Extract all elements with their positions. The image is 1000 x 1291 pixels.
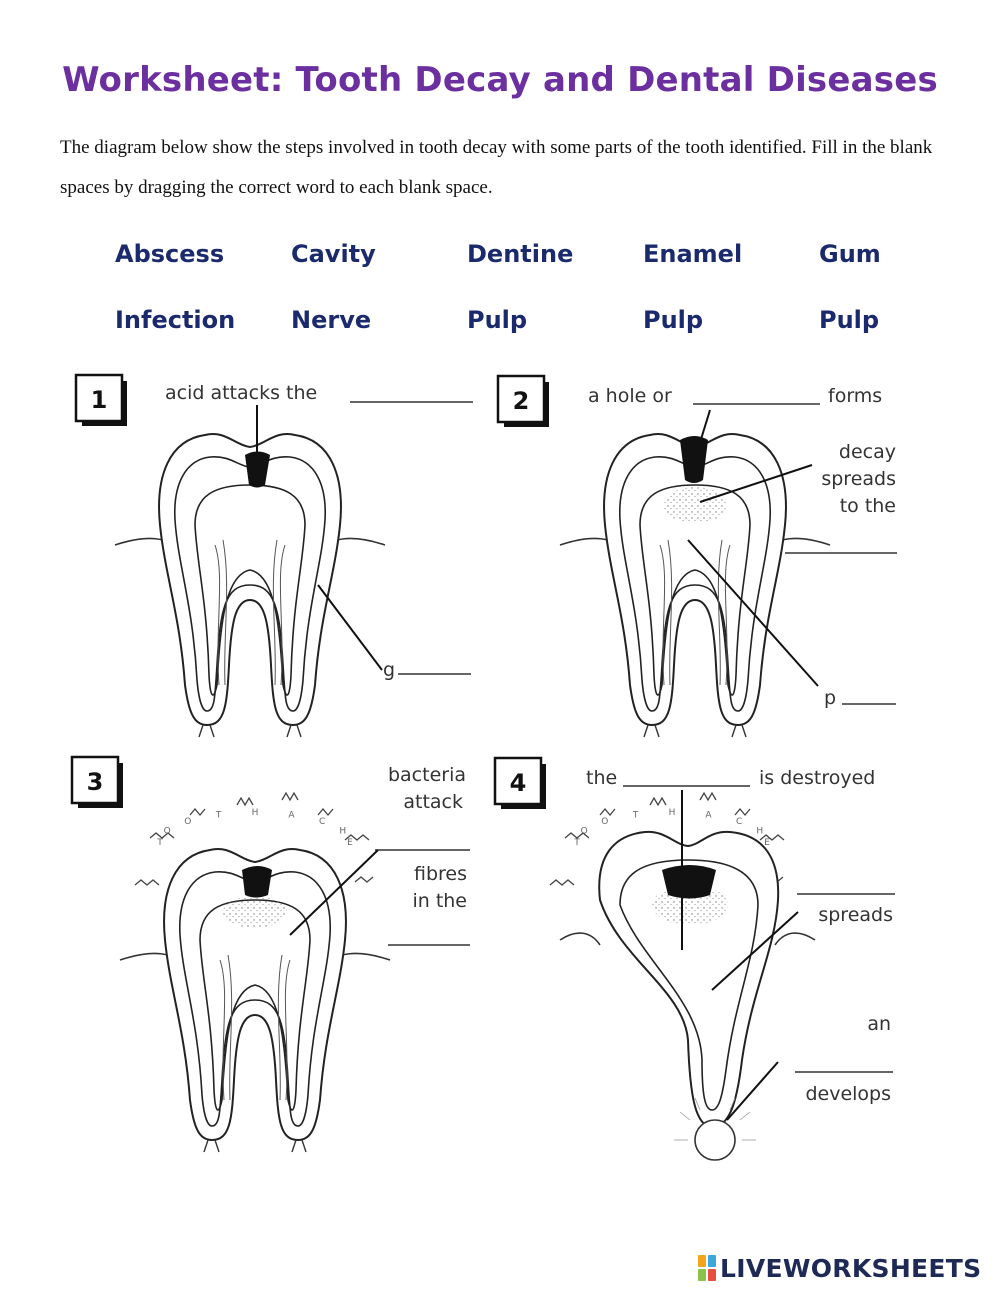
panel-4-toothache-letter: E [764,838,770,848]
panel-4-toothache-letter: O [601,817,608,827]
panel-3-toothache-letter: H [339,827,346,837]
panel-2-label-to-the: to the [840,495,896,517]
word-pulp-3[interactable]: Pulp [819,306,880,334]
panel-3-number: 3 [87,768,104,796]
panel-4-label-an: an [867,1013,891,1035]
blank-abscess[interactable] [795,1052,897,1076]
panel-4-toothache-letter: A [705,810,712,820]
panel-3-toothache-letter: O [184,817,191,827]
word-gum[interactable]: Gum [819,240,881,268]
panel-3-label-fibres: fibres [414,863,467,885]
panel-3-label-bacteria: bacteria [388,764,466,786]
word-pulp-1[interactable]: Pulp [467,306,528,334]
blank-infection[interactable] [797,874,899,898]
panel-3-toothache-letter: C [319,817,325,827]
panel-4-label-the: the [586,767,617,789]
panel-2-number-box [496,374,546,424]
panel-3-toothache-letter: A [288,810,295,820]
logo-text: LIVEWORKSHEETS [720,1253,982,1283]
word-infection[interactable]: Infection [115,306,236,334]
blank-pulp-2[interactable] [842,684,900,708]
panel-4-label-destroyed: is destroyed [759,767,875,789]
word-pulp-2[interactable]: Pulp [643,306,704,334]
panel-3-label-attack: attack [403,791,463,813]
panel-4-label-develops: develops [805,1083,891,1105]
logo-blocks-icon [698,1255,716,1281]
worksheet-title: Worksheet: Tooth Decay and Dental Diseas… [62,60,938,100]
panel-4-label-spreads: spreads [818,904,893,926]
panel-4-toothache-letter: O [581,827,588,837]
panel-1-number: 1 [91,386,108,414]
word-cavity[interactable]: Cavity [291,240,376,268]
blank-dentine[interactable] [785,533,901,557]
panel-3-label-in-the: in the [412,890,467,912]
panel-3-toothache-letter: E [347,838,353,848]
panel-4-toothache-letter: H [669,808,676,818]
panel-4-toothache-letter: H [756,827,763,837]
blank-pulp-4[interactable] [623,766,754,790]
word-dentine[interactable]: Dentine [467,240,574,268]
panel-1-label-g: g [383,659,395,681]
word-enamel[interactable]: Enamel [643,240,743,268]
blank-gum[interactable] [398,654,475,678]
panel-1-label-acid: acid attacks the [165,382,317,404]
blank-enamel[interactable] [350,382,477,406]
panel-2-label-decay: decay [839,441,896,463]
instructions-text: The diagram below show the steps involve… [60,137,933,198]
panel-4-toothache-letter: C [736,817,742,827]
word-abscess[interactable]: Abscess [115,240,225,268]
panel-4-number: 4 [510,769,527,797]
panel-3-toothache-letter: H [252,808,259,818]
panel-4-toothache-letter: T [632,810,639,820]
blank-pulp-3[interactable] [388,925,474,949]
panel-2-label-forms: forms [828,385,882,407]
panel-2-label-spreads: spreads [821,468,896,490]
panel-3-toothache-letter: O [164,827,171,837]
panel-2-number: 2 [513,387,530,415]
panel-3-toothache-letter: T [215,810,222,820]
blank-cavity[interactable] [693,384,824,408]
toothache-zigzags-3 [134,791,374,886]
abscess-circle [694,1119,736,1161]
word-nerve[interactable]: Nerve [291,306,372,334]
panel-2-label-p: p [824,687,836,709]
panel-4-toothache-letter: T [573,838,580,848]
panel-1-number-box [74,373,124,423]
panel-3-toothache-letter: T [156,838,163,848]
blank-nerve[interactable] [375,830,474,854]
panel-4-number-box [493,756,543,806]
panel-2-label-hole: a hole or [588,385,672,407]
liveworksheets-logo[interactable]: LIVEWORKSHEETS [698,1253,981,1283]
